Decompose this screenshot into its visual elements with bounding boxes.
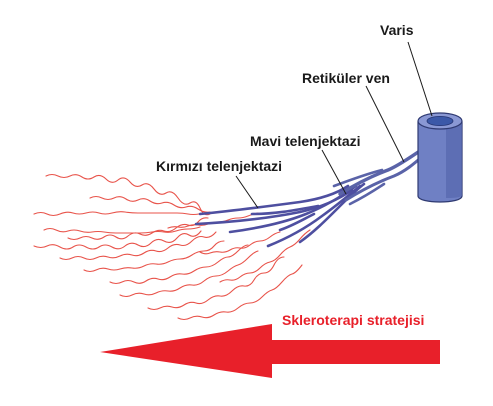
leader-line-mavi bbox=[321, 149, 347, 195]
red-vessel bbox=[83, 240, 225, 273]
leader-line-varis bbox=[407, 41, 433, 117]
blue-vessel bbox=[228, 184, 358, 234]
blue-vessel bbox=[278, 212, 316, 232]
varicose-vein bbox=[417, 112, 463, 203]
red-vessel bbox=[33, 230, 202, 250]
red-vessel bbox=[67, 217, 209, 241]
red-vessel bbox=[177, 264, 303, 321]
label-varis: Varis bbox=[380, 22, 414, 38]
red-vessel bbox=[33, 211, 200, 217]
leader-lines bbox=[235, 41, 433, 209]
red-vessel bbox=[59, 231, 217, 261]
blue-vessel bbox=[198, 184, 350, 216]
varicose-vein-shading bbox=[446, 122, 462, 198]
reticular-vein bbox=[332, 168, 384, 188]
red-vessel bbox=[109, 244, 249, 285]
left-arrow-icon bbox=[100, 324, 440, 378]
blue-vessel bbox=[250, 204, 320, 216]
blue-vessel bbox=[266, 184, 362, 248]
reticular-vein bbox=[348, 182, 386, 206]
blue-telangiectasia-group bbox=[194, 182, 366, 248]
leader-line-kirmizi bbox=[235, 175, 259, 209]
red-vessel bbox=[119, 250, 259, 298]
red-vessel bbox=[45, 173, 211, 216]
reticular-vein bbox=[338, 144, 430, 196]
leader-line-retikuler bbox=[365, 85, 405, 163]
label-mavi-telenjektazi: Mavi telenjektazi bbox=[250, 133, 361, 149]
label-skleroterapi-stratejisi: Skleroterapi stratejisi bbox=[282, 312, 425, 328]
red-vessel bbox=[147, 256, 285, 311]
red-vessel bbox=[89, 195, 211, 213]
blue-vessel bbox=[298, 182, 366, 244]
red-vessel bbox=[219, 229, 311, 283]
varicose-vein-lumen bbox=[426, 116, 454, 127]
label-kirmizi-telenjektazi: Kırmızı telenjektazi bbox=[156, 158, 283, 174]
label-retikuler-ven: Retiküler ven bbox=[302, 70, 390, 86]
red-vessel bbox=[43, 226, 201, 234]
red-vessel bbox=[199, 231, 281, 255]
